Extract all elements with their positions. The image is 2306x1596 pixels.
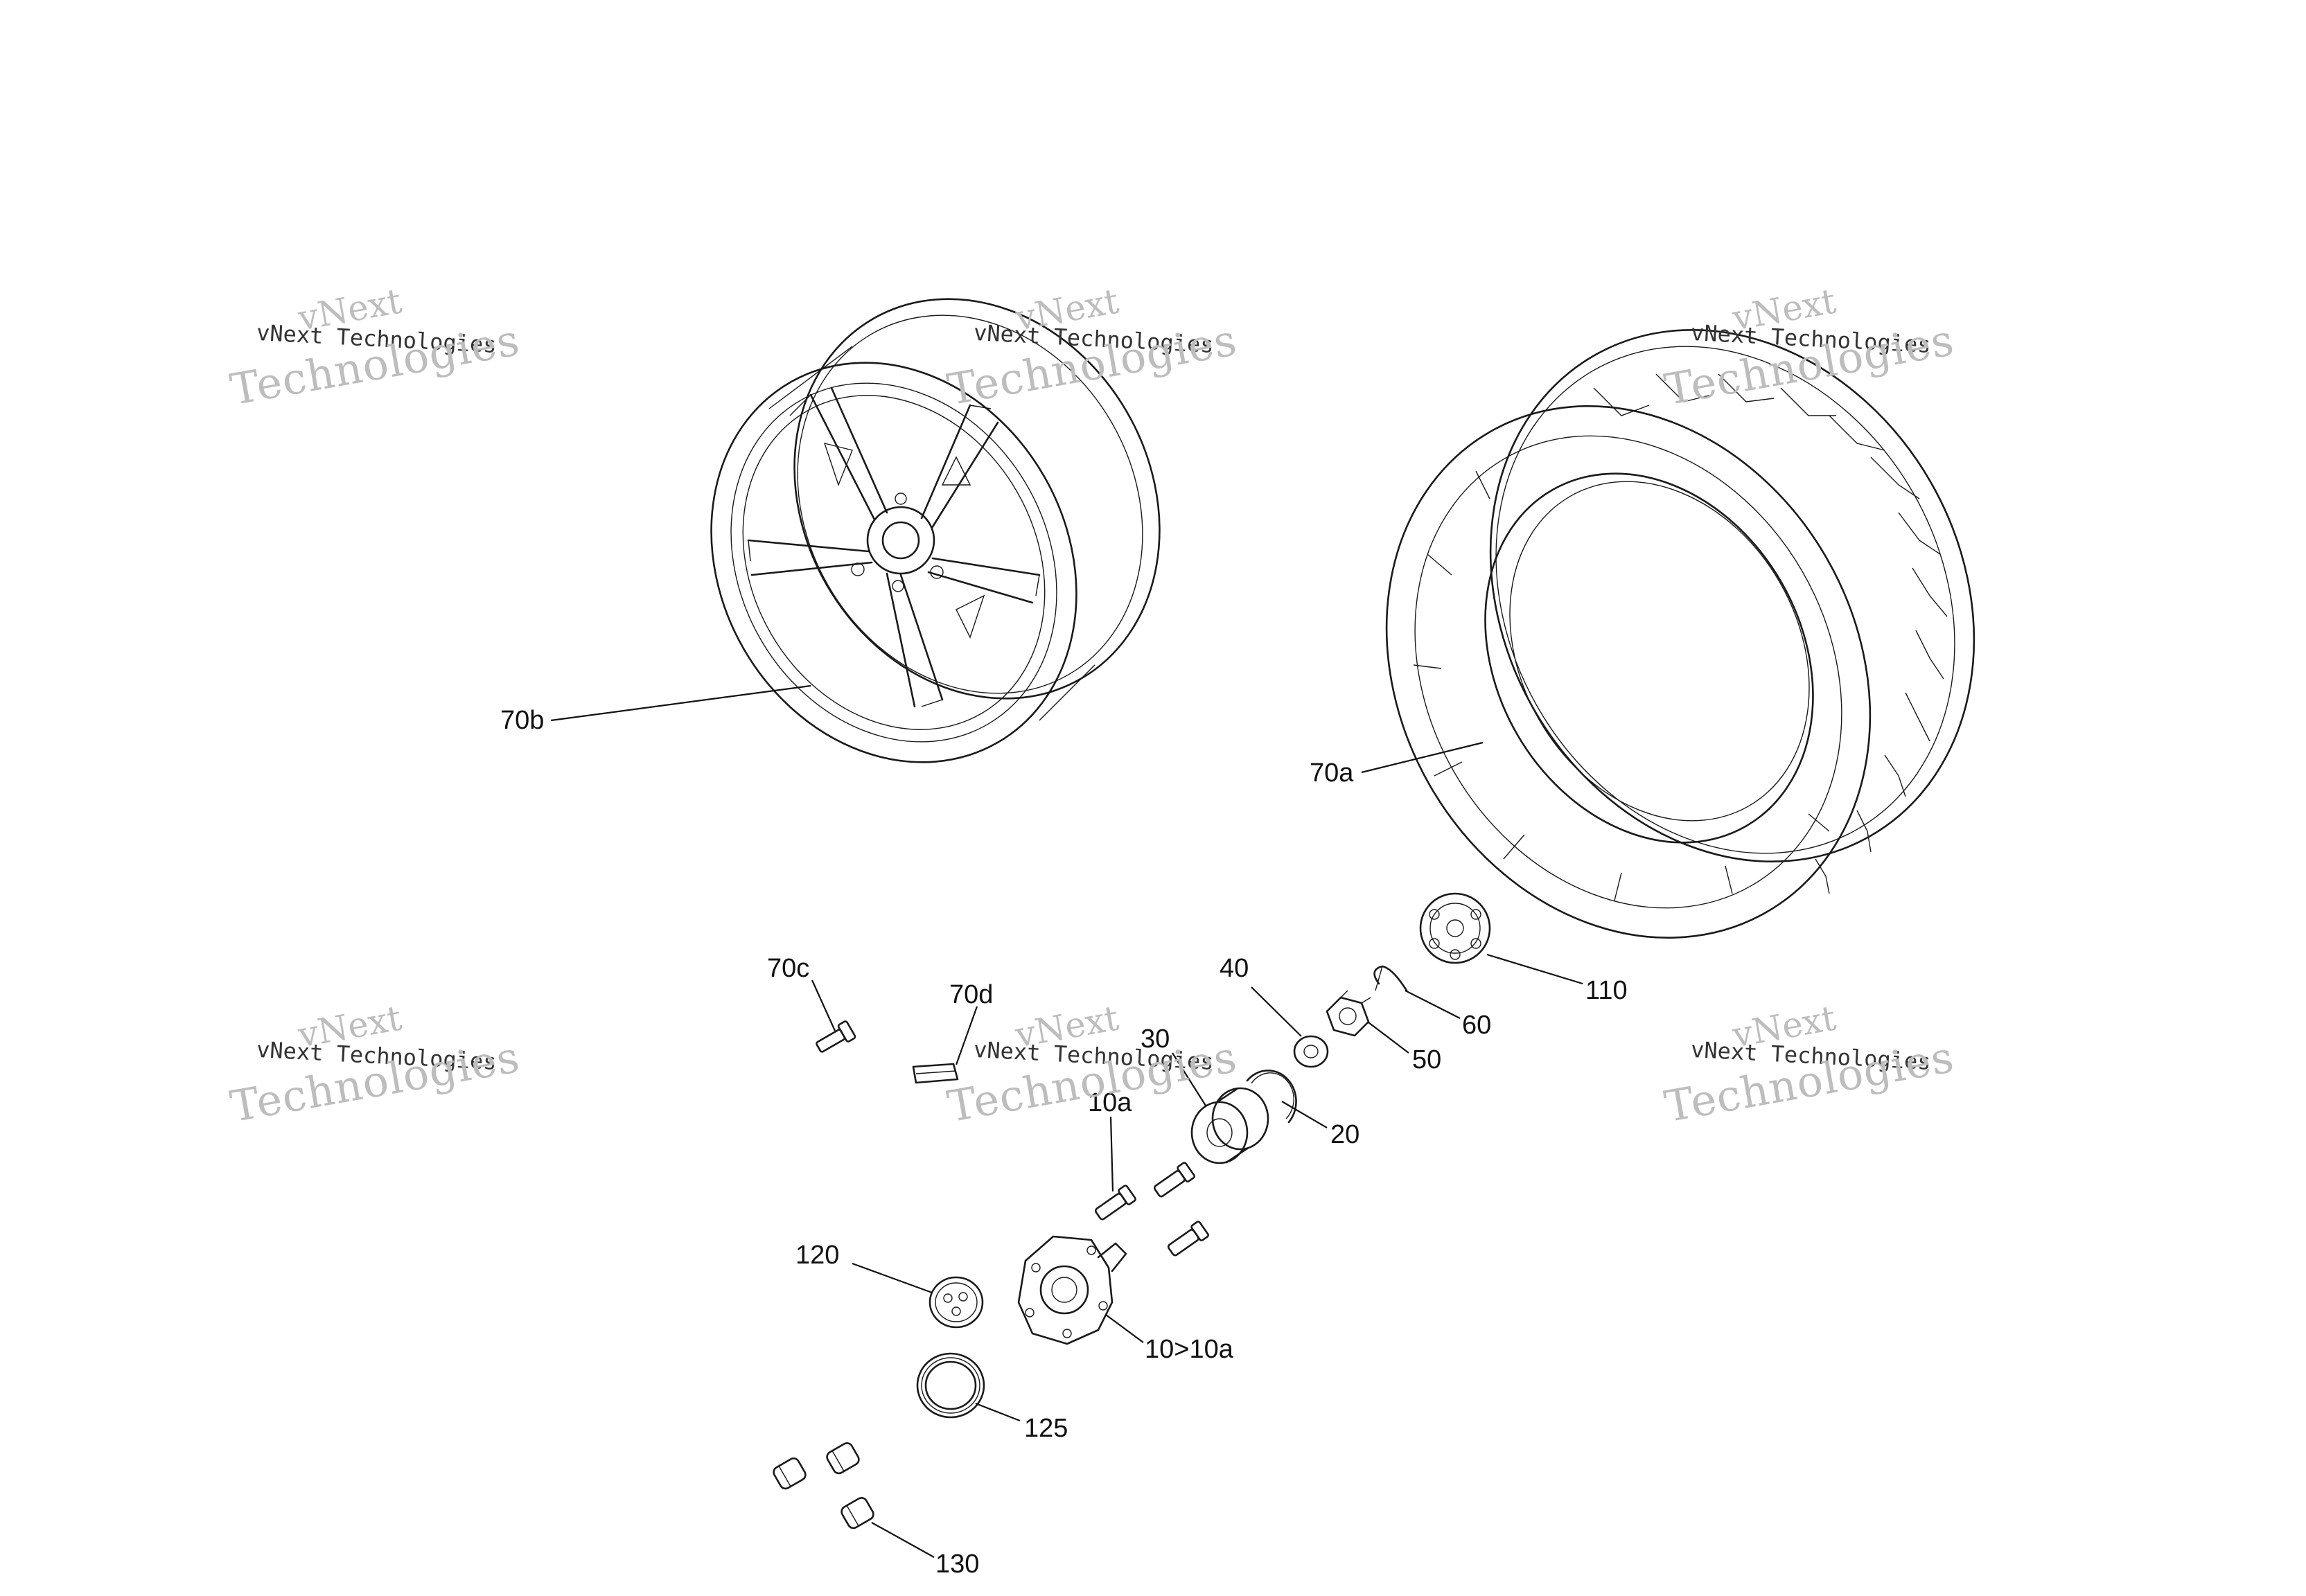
center-cap-part-110[interactable]	[1419, 892, 1491, 964]
hub-cap-part-120[interactable]	[928, 1276, 984, 1329]
callout-60: 60	[1462, 1011, 1491, 1040]
callout-labels: 70b 70a 70c 70d 40 30 10a 110 60 50 20 1…	[500, 706, 1628, 1579]
callout-130: 130	[935, 1550, 979, 1579]
callout-40: 40	[1220, 954, 1249, 983]
callout-70a: 70a	[1310, 759, 1354, 788]
callout-10: 10>10a	[1145, 1335, 1234, 1364]
lug-nut-part-130[interactable]	[772, 1441, 876, 1530]
callout-50: 50	[1412, 1045, 1441, 1074]
wheel-stud-part-10a[interactable]	[1093, 1162, 1209, 1259]
callout-70d: 70d	[949, 980, 993, 1009]
hub-part-10[interactable]	[1017, 1235, 1127, 1345]
callout-120: 120	[795, 1241, 839, 1270]
bearing-part-30[interactable]	[1190, 1087, 1269, 1164]
callout-125: 125	[1024, 1414, 1068, 1443]
snap-ring-part-20[interactable]	[1246, 1070, 1297, 1124]
cotter-pin-part-60[interactable]	[1373, 965, 1408, 992]
leader-lines	[550, 684, 1583, 1558]
valve-stem-part-70c[interactable]	[813, 1020, 856, 1056]
seal-ring-part-125[interactable]	[916, 1352, 985, 1419]
callout-30: 30	[1141, 1025, 1170, 1054]
nut-part-50[interactable]	[1326, 990, 1371, 1037]
washer-part-40[interactable]	[1293, 1035, 1329, 1068]
callout-110: 110	[1585, 976, 1628, 1005]
balance-weight-part-70d[interactable]	[912, 1063, 959, 1084]
callout-70b: 70b	[500, 706, 544, 735]
callout-20: 20	[1330, 1120, 1359, 1149]
callout-10a: 10a	[1088, 1088, 1132, 1117]
rim-part-70b[interactable]	[640, 232, 1231, 829]
callout-70c: 70c	[767, 954, 809, 983]
tire-part-70a[interactable]	[1292, 242, 2069, 1027]
